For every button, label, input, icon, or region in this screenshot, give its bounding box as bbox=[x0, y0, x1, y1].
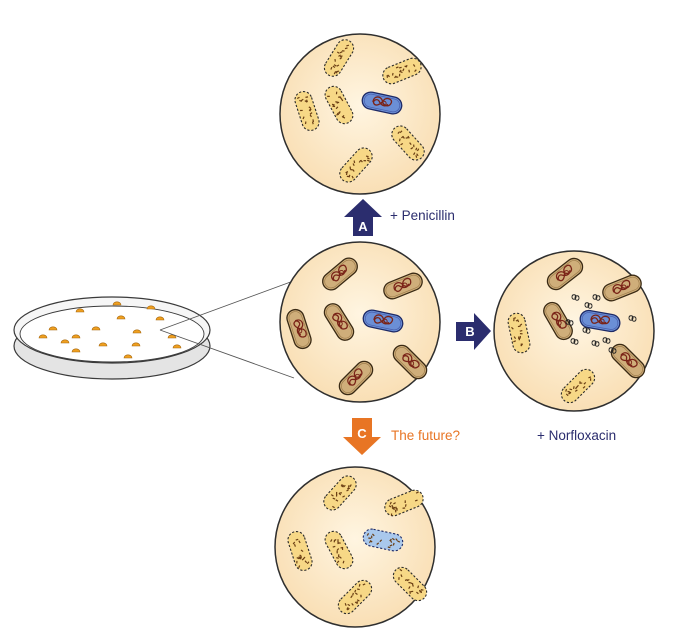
live-bacterium bbox=[322, 257, 358, 291]
resistant-bacterium bbox=[362, 309, 404, 333]
dna-fragment bbox=[602, 337, 611, 344]
bacterial-colony bbox=[132, 329, 142, 334]
bacteria-layer bbox=[286, 39, 646, 615]
live-bacterium bbox=[323, 303, 355, 341]
dead-bacterium bbox=[384, 489, 424, 517]
dna-fragment bbox=[570, 338, 579, 345]
dna-fragment bbox=[591, 340, 600, 347]
dead-bacterium bbox=[337, 579, 373, 615]
dead-bacterium bbox=[324, 530, 354, 570]
dna-fragment bbox=[582, 327, 591, 334]
zoom-line-bottom bbox=[159, 329, 295, 379]
bacterial-colony bbox=[38, 334, 48, 339]
bacterial-colony bbox=[91, 326, 101, 331]
dead-bacterium bbox=[339, 147, 373, 183]
dead-bacterium bbox=[382, 57, 422, 85]
dead-bacterium bbox=[323, 475, 357, 511]
dead-bacterium bbox=[507, 312, 531, 354]
bacterial-colony bbox=[75, 308, 85, 313]
resistant-bacterium bbox=[361, 91, 403, 115]
arrow-a-letter: A bbox=[358, 219, 368, 234]
bacterial-colony bbox=[172, 344, 182, 349]
dna-fragment bbox=[592, 294, 601, 301]
petri-dish bbox=[13, 296, 211, 380]
arrow-a: A bbox=[344, 199, 382, 236]
dna-fragment bbox=[565, 319, 574, 326]
dead-bacterium bbox=[323, 39, 355, 77]
arrow-b: B bbox=[456, 313, 491, 350]
arrow-c-letter: C bbox=[357, 426, 367, 441]
colony-group bbox=[38, 301, 182, 359]
dead-bacterium bbox=[287, 531, 313, 571]
dna-fragment bbox=[584, 302, 593, 309]
live-bacterium bbox=[543, 301, 573, 341]
live-bacterium bbox=[338, 360, 374, 396]
bacterial-colony bbox=[60, 339, 70, 344]
dead-bacterium bbox=[294, 91, 320, 131]
live-bacterium bbox=[286, 308, 312, 350]
arrow-b-letter: B bbox=[465, 324, 474, 339]
future-label: The future? bbox=[391, 428, 461, 443]
live-bacterium bbox=[383, 272, 423, 300]
bacterial-colony bbox=[112, 301, 122, 306]
dna-fragment bbox=[571, 294, 580, 301]
bacterial-colony bbox=[155, 316, 165, 321]
resistant-bacterium bbox=[579, 309, 621, 333]
dna-fragment bbox=[628, 315, 637, 322]
dna-fragment bbox=[608, 347, 617, 354]
arrow-c: C bbox=[343, 418, 381, 455]
bacterial-colony bbox=[98, 342, 108, 347]
dead-bacterium bbox=[560, 368, 596, 404]
dead-bacterium bbox=[391, 125, 425, 161]
norfloxacin-label: + Norfloxacin bbox=[537, 428, 617, 443]
live-bacterium bbox=[602, 274, 642, 302]
bacterial-colony bbox=[71, 348, 81, 353]
bacterial-colony bbox=[123, 354, 133, 359]
bacterial-colony bbox=[116, 315, 126, 320]
bacterial-colony bbox=[131, 342, 141, 347]
bacterial-colony bbox=[48, 326, 58, 331]
bacterial-colony bbox=[146, 305, 156, 310]
live-bacterium bbox=[546, 257, 584, 291]
future-bacterium bbox=[362, 528, 404, 552]
dead-bacterium bbox=[324, 85, 354, 125]
penicillin-label: + Penicillin bbox=[390, 208, 455, 223]
zoom-line-top bbox=[159, 279, 297, 331]
bacterial-colony bbox=[71, 334, 81, 339]
